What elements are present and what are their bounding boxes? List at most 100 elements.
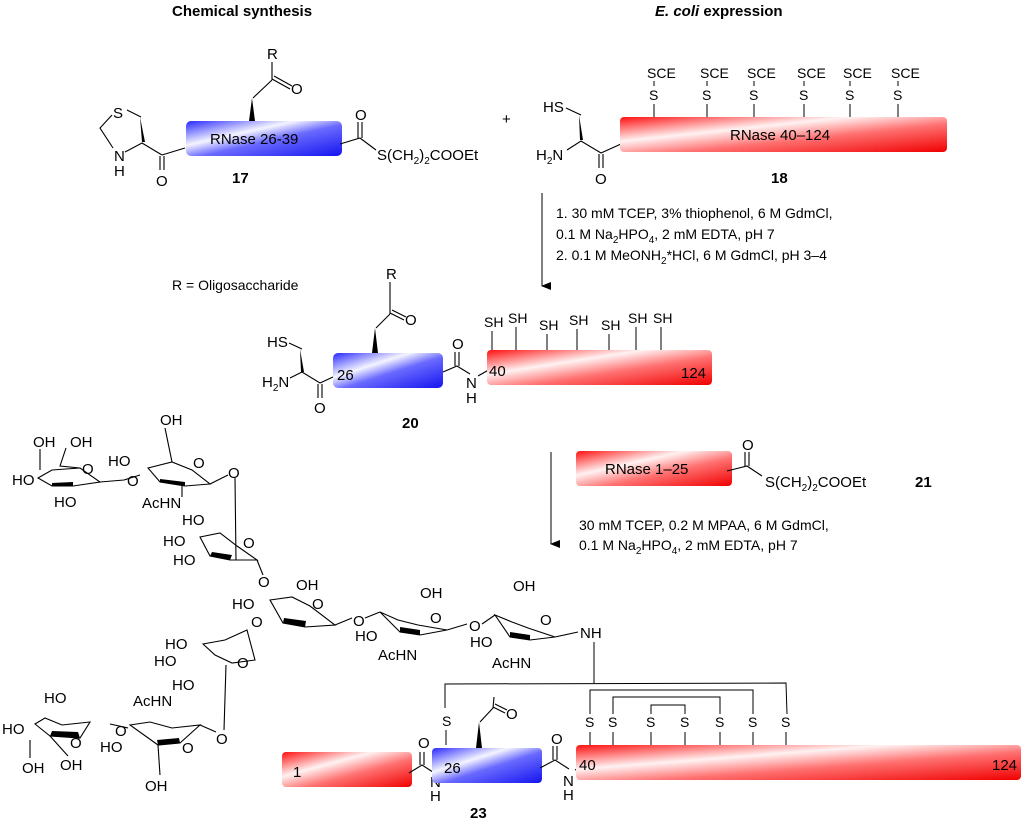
backbone-bond — [289, 371, 334, 384]
oh-label: OH — [145, 778, 168, 795]
oh-label: OH — [160, 412, 183, 429]
amide-carbonyl — [552, 746, 558, 760]
ho-label: HO — [182, 512, 205, 529]
disulfide-sulfur: S — [781, 714, 790, 730]
sce-label: SCE — [891, 65, 920, 81]
t: S(CH — [765, 474, 802, 491]
sulfur-label: S — [649, 87, 658, 103]
disulfide-sulfur: S — [608, 714, 617, 730]
disulfide-bridge-26-124 — [444, 682, 788, 715]
ho-label: HO — [100, 739, 123, 756]
thioester-group-label: S(CH2)2COOEt — [377, 147, 479, 167]
segment-26-label: 26 — [444, 760, 461, 777]
t: 0.1 M Na — [579, 537, 636, 553]
thioester-carbonyl — [744, 452, 750, 466]
disulfide-sulfur: S — [680, 714, 689, 730]
compound-18-number: 18 — [771, 170, 788, 187]
step1-line1: 1. 30 mM TCEP, 3% thiophenol, 6 M GdmCl, — [556, 205, 833, 221]
ho-label: HO — [108, 453, 131, 470]
ring-oxygen-label: O — [82, 461, 94, 478]
t: 0.1 M Na — [556, 226, 613, 242]
subscript: 2 — [424, 156, 430, 167]
header-expression-text: expression — [699, 3, 782, 20]
achn-label: AcHN — [378, 647, 417, 664]
disulfide-sulfur: S — [646, 714, 655, 730]
red-end-residue: 124 — [681, 365, 706, 382]
amide-nitrogen-label: N — [466, 375, 477, 392]
t: , 2 mM EDTA, pH 7 — [677, 537, 798, 553]
thioester-oxygen-label: O — [742, 437, 754, 454]
stereo-wedge — [300, 349, 304, 372]
red-segment-40-124 — [487, 350, 712, 385]
amide-carbonyl — [419, 752, 425, 765]
ho-label: HO — [232, 596, 255, 613]
thiol-label: SH — [569, 312, 588, 328]
disulfide-sulfur: S — [442, 713, 451, 729]
sugar-ring — [201, 629, 256, 664]
thiol-label: SH — [508, 310, 527, 326]
ring-bond — [126, 109, 142, 118]
ring-oxygen-label: O — [312, 596, 324, 613]
glycosidic-oxygen: O — [228, 465, 240, 482]
thioester-oxygen-label: O — [355, 107, 367, 124]
sce-label: SCE — [797, 65, 826, 81]
ring-oxygen-label: O — [70, 735, 82, 752]
amide-carbonyl — [454, 352, 460, 366]
ho-label: HO — [163, 533, 186, 550]
thiol-label: SH — [484, 314, 503, 330]
ho-label: HO — [2, 721, 25, 738]
disulfide-bridge — [589, 689, 754, 714]
wedge-bond — [210, 552, 232, 560]
subscript: 2 — [812, 483, 818, 494]
step1-line2: 0.1 M Na2HPO4, 2 mM EDTA, pH 7 — [556, 226, 775, 246]
paren: ) — [419, 147, 424, 164]
cys-side-bond — [565, 107, 582, 116]
rnase-1-25-segment — [576, 451, 732, 486]
side-chain-wedge — [476, 722, 482, 748]
cys-thiol-label: HS — [267, 334, 288, 351]
amide-bond — [161, 147, 186, 156]
glycosidic-bond — [446, 614, 496, 631]
rnase-26-39-segment — [186, 121, 342, 156]
ring-nh-hydrogen-label: H — [114, 163, 125, 180]
oh-label: OH — [296, 577, 319, 594]
t: ) — [807, 474, 812, 491]
side-chain-bond — [252, 79, 273, 99]
amine-label: H2N — [262, 374, 289, 394]
side-chain-bond — [479, 696, 495, 723]
carbonyl-double-bond — [317, 384, 323, 398]
side-chain-wedge — [372, 328, 378, 353]
t: , 2 mM EDTA, pH 7 — [654, 226, 775, 242]
sce-label: SCE — [647, 65, 676, 81]
segment-1-label: 1 — [293, 764, 301, 781]
amide-oxygen-label: O — [418, 735, 430, 752]
glycosidic-oxygen: O — [353, 613, 365, 630]
subscript: 2 — [613, 235, 619, 246]
stereo-wedge — [579, 115, 583, 140]
thioester-group-label: S(CH2)2COOEt — [765, 474, 867, 494]
t: COOEt — [818, 474, 867, 491]
amide-oxygen-label: O — [551, 731, 563, 748]
side-chain-bond — [375, 313, 391, 329]
glycosidic-oxygen: O — [127, 473, 139, 490]
segment-26-39 — [432, 748, 542, 783]
glycosidic-oxygen: O — [115, 723, 127, 740]
ketone-double-bond — [492, 703, 508, 714]
ring-sulfur-label: S — [113, 105, 123, 122]
thioester-bond — [339, 137, 377, 151]
sce-label: SCE — [700, 65, 729, 81]
achn-label: AcHN — [133, 693, 172, 710]
achn-label: AcHN — [492, 655, 531, 672]
amide-bond — [539, 759, 570, 770]
glycosidic-bond — [99, 474, 141, 483]
step2-line2: 0.1 M Na2HPO4, 2 mM EDTA, pH 7 — [579, 537, 798, 557]
ketone-double-bond — [271, 75, 293, 90]
t: HPO — [641, 537, 671, 553]
rnase-40-124-segment — [620, 117, 947, 152]
rnase-26-39-label: RNase 26-39 — [210, 131, 298, 148]
thioester-s-text: S(CH — [377, 147, 414, 164]
r-group-label: R — [267, 46, 278, 63]
n: N — [552, 147, 563, 164]
